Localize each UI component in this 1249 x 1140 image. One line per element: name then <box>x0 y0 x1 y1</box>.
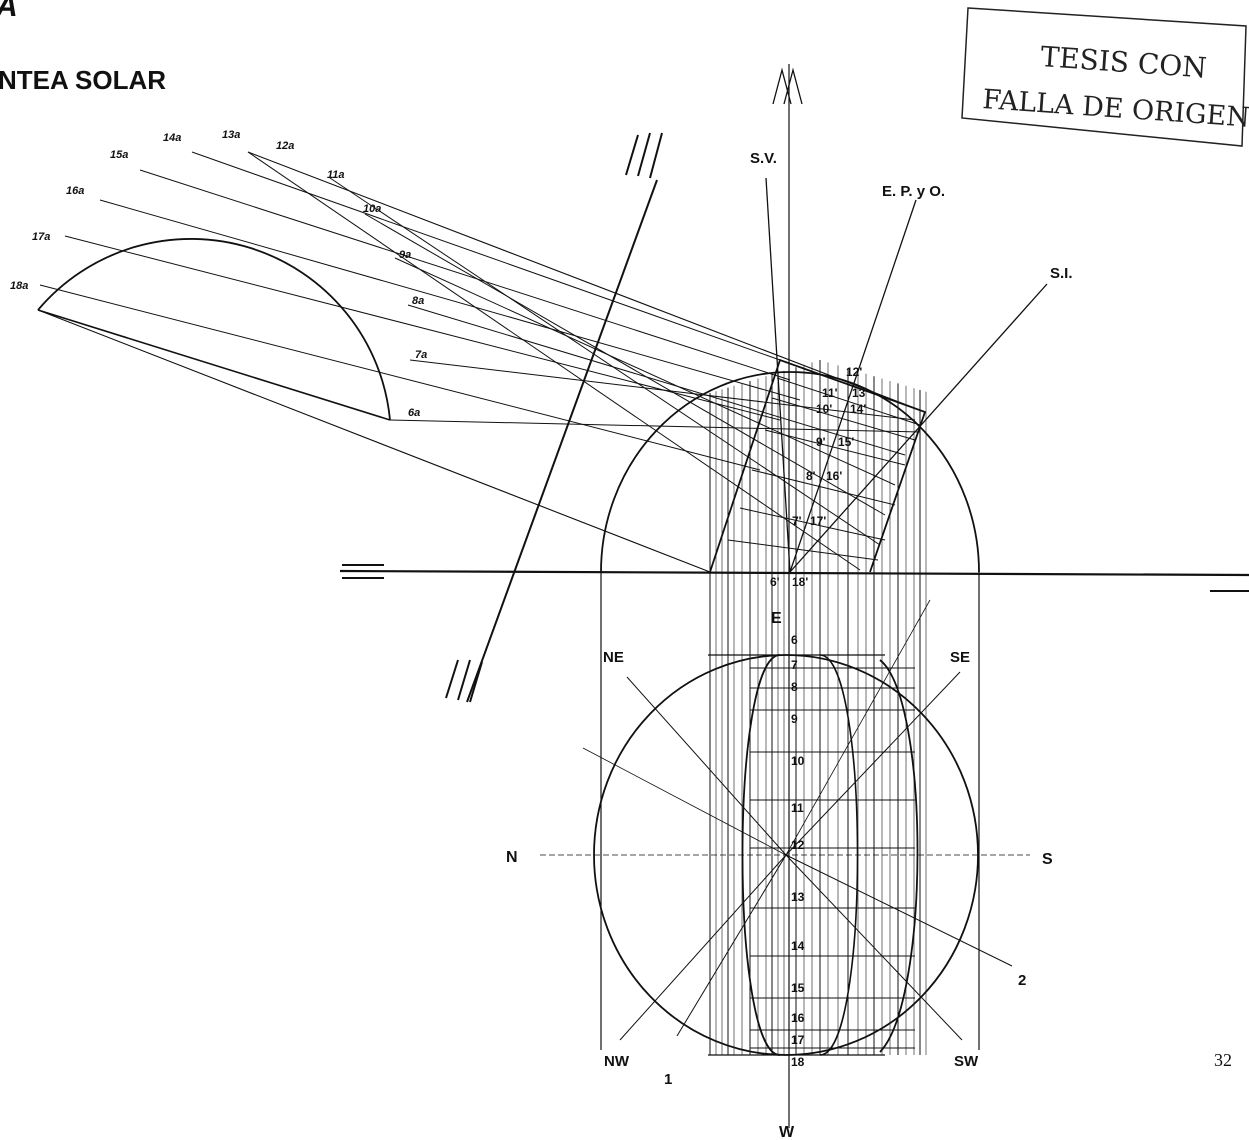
line-epo <box>789 199 917 573</box>
line-sv <box>765 177 791 573</box>
plane-mark-upper <box>625 132 663 179</box>
hour-a-7: 7a <box>415 349 427 361</box>
hour-plan-17: 17 <box>791 1033 805 1047</box>
hour-p-10: 10' <box>816 402 832 416</box>
hour-plan-15: 15 <box>791 981 805 995</box>
hour-p-16: 16' <box>826 469 842 483</box>
hour-a-8: 8a <box>412 295 424 307</box>
hour-plan-12: 12 <box>791 838 805 852</box>
stamp: TESIS CON FALLA DE ORIGEN <box>961 7 1249 147</box>
hour-ray <box>139 169 791 381</box>
compass-se: SE <box>950 649 970 666</box>
hour-ray <box>329 177 881 546</box>
hour-a-14: 14a <box>163 132 181 144</box>
elevation-hour-line <box>764 429 906 466</box>
line-sw <box>785 854 963 1041</box>
hour-ray <box>39 284 761 471</box>
hour-plan-10: 10 <box>791 754 805 768</box>
hour-plan-6: 6 <box>791 633 798 647</box>
hour-a-11: 11a <box>327 169 345 181</box>
projection-lines <box>709 360 927 1055</box>
sun-path-semicircle <box>37 238 391 421</box>
hour-ray <box>364 213 886 516</box>
elevation-hour-line <box>739 507 886 541</box>
line-si <box>789 283 1048 573</box>
hour-plan-8: 8 <box>791 680 798 694</box>
plan-hour-lines <box>750 667 915 1049</box>
hour-a-16: 16a <box>66 185 84 197</box>
hour-ray <box>407 304 906 456</box>
hour-a-6: 6a <box>408 407 420 419</box>
hour-p-18: 18' <box>792 575 808 589</box>
line-ne <box>626 676 787 856</box>
hour-rays <box>37 151 926 573</box>
hour-p-6: 6' <box>770 575 780 589</box>
direction-2: 2 <box>1018 972 1026 989</box>
hour-ray <box>99 199 801 401</box>
compass-sw: SW <box>954 1053 979 1070</box>
hour-p-8: 8' <box>806 469 816 483</box>
hour-a-17: 17a <box>32 231 50 243</box>
ground-mark-left <box>342 564 384 579</box>
ground-line <box>339 569 1249 577</box>
elevation-hour-line <box>727 539 879 561</box>
compass-nw: NW <box>604 1053 630 1070</box>
line-aux-1 <box>582 747 787 856</box>
compass-e: E <box>771 610 782 627</box>
plane-mark-lower <box>445 659 483 703</box>
line-dir-2 <box>785 854 1013 967</box>
hour-ray <box>191 151 781 361</box>
label-si: S.I. <box>1050 265 1073 282</box>
header-letter: A <box>0 0 18 23</box>
hour-plan-7: 7 <box>791 658 798 672</box>
hour-ray <box>394 257 896 486</box>
hour-a-9: 9a <box>399 249 411 261</box>
direction-1: 1 <box>664 1071 672 1088</box>
hour-p-12: 12' <box>846 365 862 379</box>
line-nw <box>619 854 787 1041</box>
line-se <box>785 671 961 856</box>
line-dir-1 <box>676 854 787 1037</box>
page-number: 32 <box>1214 1050 1232 1070</box>
hour-p-13: 13' <box>852 386 868 400</box>
stamp-line2: FALLA DE ORIGEN <box>982 84 1249 134</box>
hour-a-13: 13a <box>222 129 240 141</box>
plane-line <box>466 179 658 703</box>
hour-plan-18: 18 <box>791 1055 805 1069</box>
hour-a-18: 18a <box>10 280 28 292</box>
hour-ray <box>389 419 921 433</box>
hour-plan-14: 14 <box>791 939 805 953</box>
hour-plan-16: 16 <box>791 1011 805 1025</box>
elevation-hour-line <box>751 469 896 506</box>
hour-ray <box>64 235 781 421</box>
hour-a-12: 12a <box>276 140 294 152</box>
line-aux-2 <box>785 599 931 856</box>
compass-s: S <box>1042 851 1053 868</box>
hour-p-11: 11' <box>822 386 838 400</box>
hour-p-7: 7' <box>792 514 802 528</box>
hour-plan-13: 13 <box>791 890 805 904</box>
hour-plan-9: 9 <box>791 712 798 726</box>
hour-a-10: 10a <box>363 203 381 215</box>
semicircle-base <box>37 309 391 421</box>
header-title: NTEA SOLAR <box>0 65 166 95</box>
hour-p-17: 17' <box>810 514 826 528</box>
sun-band-right-arc <box>879 659 919 1053</box>
hour-ray <box>37 309 711 573</box>
compass-n: N <box>506 849 518 866</box>
elevation-arc <box>600 371 980 573</box>
label-sv: S.V. <box>750 150 777 167</box>
compass-ne: NE <box>603 649 624 666</box>
hour-plan-11: 11 <box>791 801 804 815</box>
hour-p-14: 14' <box>850 402 866 416</box>
stamp-line1: TESIS CON <box>1040 40 1208 85</box>
hour-p-15: 15' <box>838 435 854 449</box>
north-arrow-icon <box>772 67 803 105</box>
hour-a-15: 15a <box>110 149 128 161</box>
compass-w: W <box>779 1124 795 1140</box>
hour-p-9: 9' <box>816 435 826 449</box>
label-epo: E. P. y O. <box>882 183 945 200</box>
